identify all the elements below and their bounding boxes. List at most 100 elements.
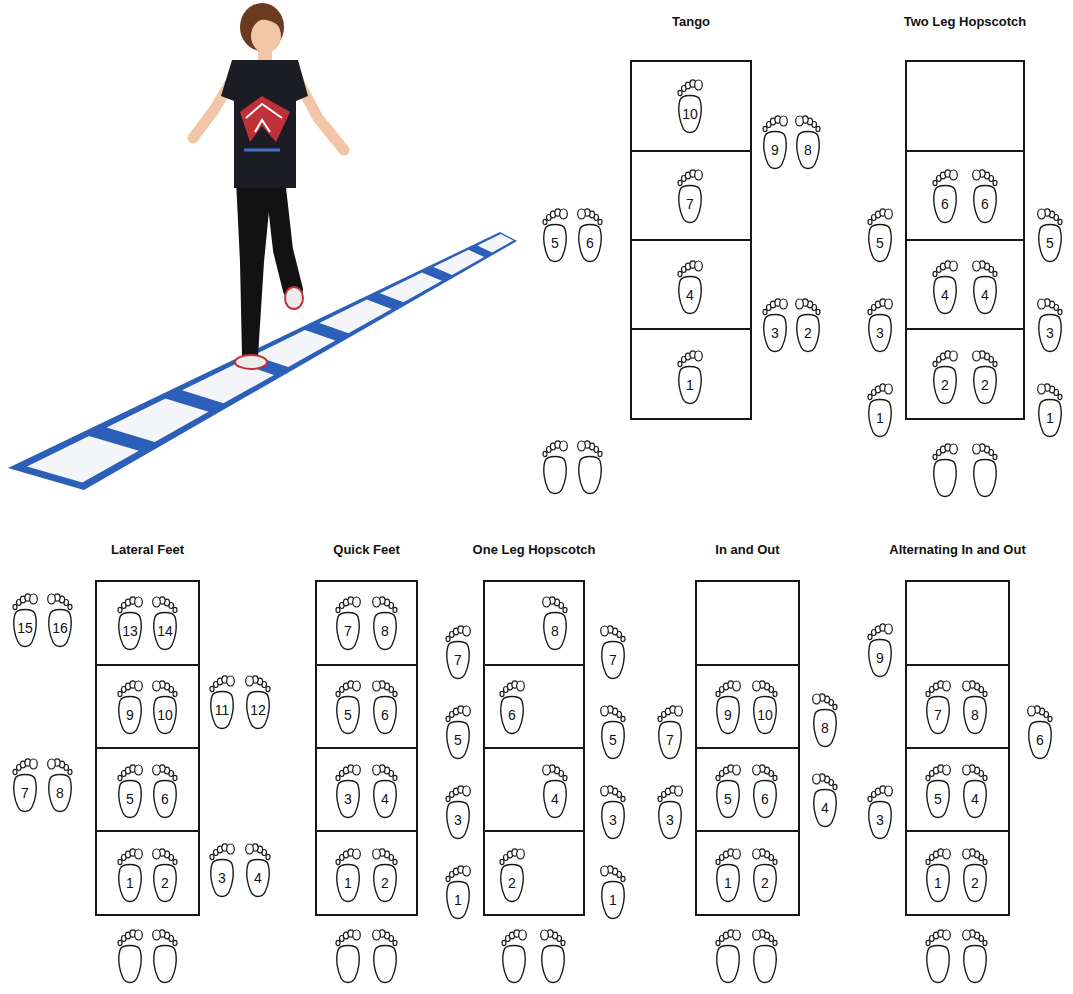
step-number: 3 (454, 812, 462, 828)
ladder-rung (697, 664, 798, 666)
footprint-shape (926, 849, 950, 902)
footprint-shape (753, 681, 777, 734)
footprint: 3 (655, 782, 685, 840)
step-number: 9 (771, 142, 779, 158)
footprint-shape (658, 706, 682, 759)
footprint: 2 (930, 347, 960, 405)
child-shirt (221, 60, 308, 188)
footprint: 5 (333, 677, 363, 735)
ladder-rung (632, 150, 750, 152)
footprint-outline (865, 380, 895, 438)
footprint-outline (333, 593, 363, 651)
ladder-rung (907, 747, 1008, 749)
step-number: 5 (934, 791, 942, 807)
step-number: 2 (804, 325, 812, 341)
child-figure (193, 3, 344, 369)
ladder-rung (97, 664, 198, 666)
footprint-shape (336, 765, 360, 818)
footprint-outline (150, 593, 180, 651)
footprint-outline (333, 761, 363, 819)
step-number: 5 (724, 791, 732, 807)
step-number: 4 (821, 800, 829, 816)
step-number: 7 (686, 196, 694, 212)
title-holder: Lateral Feet (111, 542, 184, 558)
step-number: 1 (686, 377, 694, 393)
footprint: 4 (243, 840, 273, 898)
step-number: 11 (215, 702, 230, 718)
footprint-shape (543, 209, 567, 262)
footprint-shape (868, 299, 892, 352)
footprint: 3 (865, 295, 895, 353)
footprint-shape (118, 765, 142, 818)
ladder-rung (317, 747, 416, 749)
footprint-shape (336, 681, 360, 734)
step-number: 5 (876, 235, 884, 251)
footprint-outline (865, 295, 895, 353)
ladder-rung (632, 328, 750, 330)
child-leg (276, 188, 293, 290)
step-number: 3 (876, 325, 884, 341)
ladder-rung (907, 328, 1023, 330)
footprint-shape (153, 849, 177, 902)
step-number: 6 (161, 791, 169, 807)
footprint: 5 (923, 761, 953, 819)
footprint-outline (443, 862, 473, 920)
child-leg (236, 180, 272, 356)
footprint-outline (675, 166, 705, 224)
start-footprints (118, 441, 997, 983)
footprint-outline (750, 845, 780, 903)
title-holder: Alternating In and Out (889, 542, 1026, 558)
footprint: 8 (540, 593, 570, 651)
footprint: 1 (713, 845, 743, 903)
step-number: 2 (971, 875, 979, 891)
footprint: 7 (333, 593, 363, 651)
step-number: 1 (876, 410, 884, 426)
footprint-shape (973, 351, 997, 404)
footprint-outline (655, 702, 685, 760)
footprint-outline (333, 677, 363, 735)
footprint: 5 (540, 205, 570, 263)
footprint-shape (753, 765, 777, 818)
title-holder: Two Leg Hopscotch (904, 14, 1027, 30)
footprint: 5 (115, 761, 145, 819)
footprint-shape (118, 597, 142, 650)
footprint: 9 (760, 112, 790, 170)
footprint-outline (810, 690, 840, 748)
footprint-outline (1035, 380, 1065, 438)
footprint-shape (813, 694, 837, 747)
step-number: 6 (1036, 732, 1044, 748)
step-number: 10 (682, 106, 698, 122)
footprint-shape (963, 849, 987, 902)
step-number: 8 (971, 707, 979, 723)
title-holder: Tango (672, 14, 710, 30)
footprint: 1 (598, 862, 628, 920)
footprint-outline (370, 845, 400, 903)
start-footprint (963, 930, 987, 983)
footprint-shape (543, 765, 567, 818)
footprint-outline (675, 257, 705, 315)
footprint: 11 (207, 672, 237, 730)
footprint-shape (601, 786, 625, 839)
footprint-shape (678, 80, 702, 133)
footprint-shape (933, 261, 957, 314)
footprint: 9 (865, 620, 895, 678)
footprint: 3 (207, 840, 237, 898)
footprint-shape (963, 765, 987, 818)
step-number: 3 (218, 870, 226, 886)
footprint: 8 (45, 755, 75, 813)
footprint-outline (960, 761, 990, 819)
footprint-shape (716, 849, 740, 902)
step-number: 4 (254, 870, 262, 886)
step-number: 6 (941, 196, 949, 212)
step-number: 4 (981, 287, 989, 303)
footprint: 6 (1025, 702, 1055, 760)
step-number: 5 (454, 732, 462, 748)
step-number: 5 (1046, 235, 1054, 251)
footprint-shape (796, 299, 820, 352)
step-number: 3 (771, 325, 779, 341)
footprint-outline (923, 677, 953, 735)
step-number: 9 (126, 707, 134, 723)
footprint-outline (443, 702, 473, 760)
child-shoe (235, 355, 267, 369)
